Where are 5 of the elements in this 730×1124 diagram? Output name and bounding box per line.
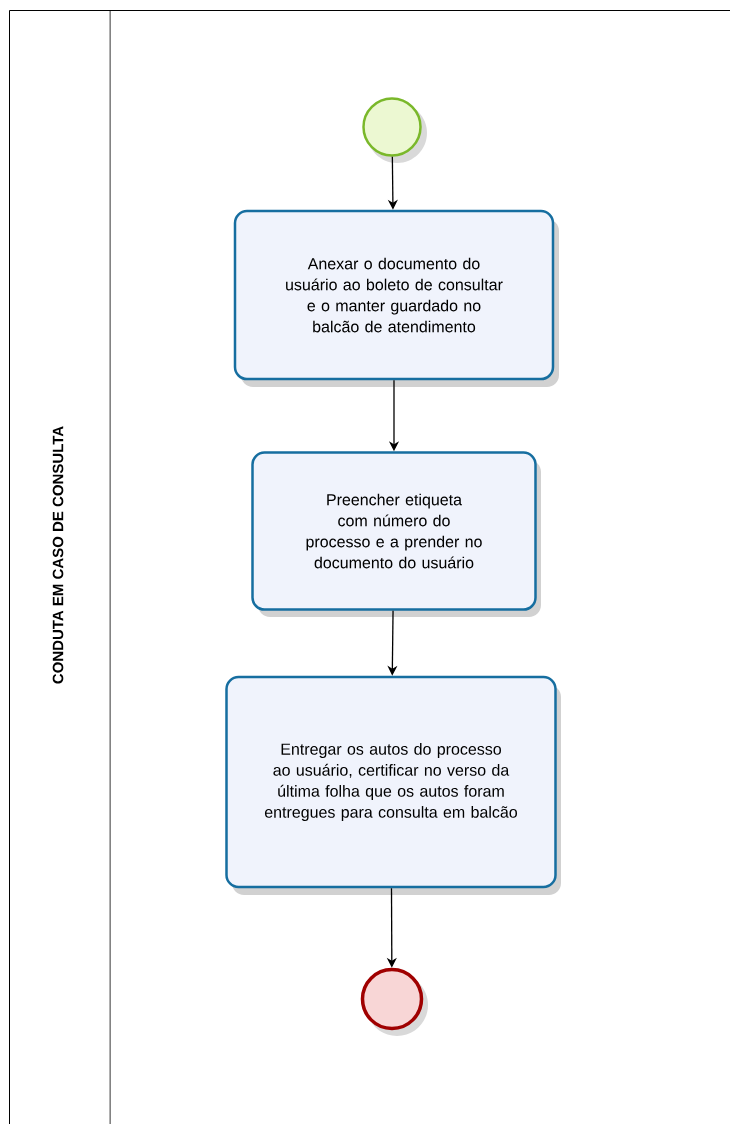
start-event-circle [362, 97, 427, 163]
task-box: Preencher etiqueta com número do processo e a prender no documento do usuário [251, 451, 541, 617]
task-box: Anexar o documento do usuário ao boleto de consultar e o manter guardado no balcão de atendimento [233, 209, 559, 387]
end-event-circle [360, 967, 428, 1036]
task-box: Entregar os autos do processo ao usuário, certificar no verso da última folha que os autos foram entregues para consulta em balcão [225, 675, 561, 895]
